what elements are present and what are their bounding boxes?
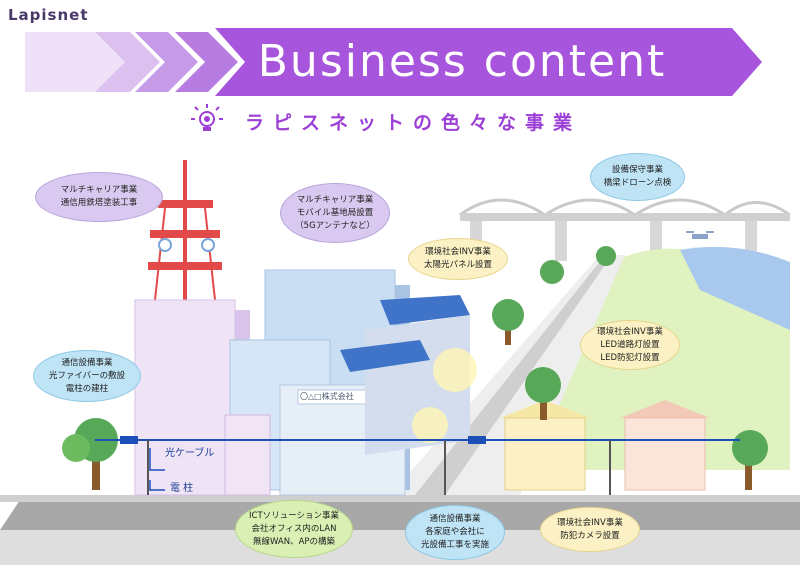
callout-solar: 環境社会INV事業 太陽光パネル設置 [408,238,508,280]
cable-label: 光ケーブル [165,448,215,459]
callout-text: 設備保守事業 橋梁ドローン点検 [603,165,672,188]
callout-text: 通信設備事業 各家庭や会社に 光設備工事を実施 [420,514,489,550]
cable-junction [468,436,486,444]
banner-title: Business content [257,36,667,87]
callout-multicarrier-base: マルチキャリア事業 モバイル基地局設置 （5Gアンテナなど） [280,183,390,243]
street-light-glow [412,407,448,443]
callout-text: ICTソリューション事業 会社オフィス内のLAN 無線WAN、APの構築 [249,510,339,547]
steel-tower [148,160,222,310]
house-right [620,400,710,491]
tree [525,367,561,420]
drone-icon [686,231,714,239]
tree [596,246,616,266]
callout-home-fiber: 通信設備事業 各家庭や会社に 光設備工事を実施 [405,505,505,560]
tree [540,260,564,284]
company-sign: 〇△□株式会社 [300,392,354,401]
callout-fiber: 通信設備事業 光ファイバーの敷設 電柱の建柱 [33,350,141,402]
tree [62,418,118,490]
callout-ict: ICTソリューション事業 会社オフィス内のLAN 無線WAN、APの構築 [235,500,353,558]
callout-text: マルチキャリア事業 モバイル基地局設置 （5Gアンテナなど） [295,194,375,231]
pole-label: 電 柱 [170,483,194,494]
tree [732,430,768,490]
callout-drone: 設備保守事業 橋梁ドローン点検 [590,153,685,201]
page-subtitle: ラピスネットの色々な事業 [245,112,582,134]
pole-label-arrow [149,480,165,491]
lightbulb-icon [191,104,223,131]
callout-text: マルチキャリア事業 通信用鉄塔塗装工事 [60,185,138,208]
tree [492,299,524,345]
street-light-glow [433,348,477,392]
cable-label-arrow [149,448,165,471]
callout-text: 環境社会INV事業 LED道路灯設置 LED防犯灯設置 [597,326,663,363]
callout-camera: 環境社会INV事業 防犯カメラ設置 [540,507,640,552]
callout-text: 通信設備事業 光ファイバーの敷設 電柱の建柱 [48,357,126,394]
small-pink-building [224,414,271,496]
callout-led: 環境社会INV事業 LED道路灯設置 LED防犯灯設置 [580,320,680,370]
brand-logo: Lapisnet [8,6,89,24]
cable-junction [120,436,138,444]
banner-arrows [25,28,762,96]
callout-multicarrier-tower: マルチキャリア事業 通信用鉄塔塗装工事 [35,172,163,222]
callout-text: 環境社会INV事業 太陽光パネル設置 [423,247,492,270]
callout-text: 環境社会INV事業 防犯カメラ設置 [557,517,623,541]
